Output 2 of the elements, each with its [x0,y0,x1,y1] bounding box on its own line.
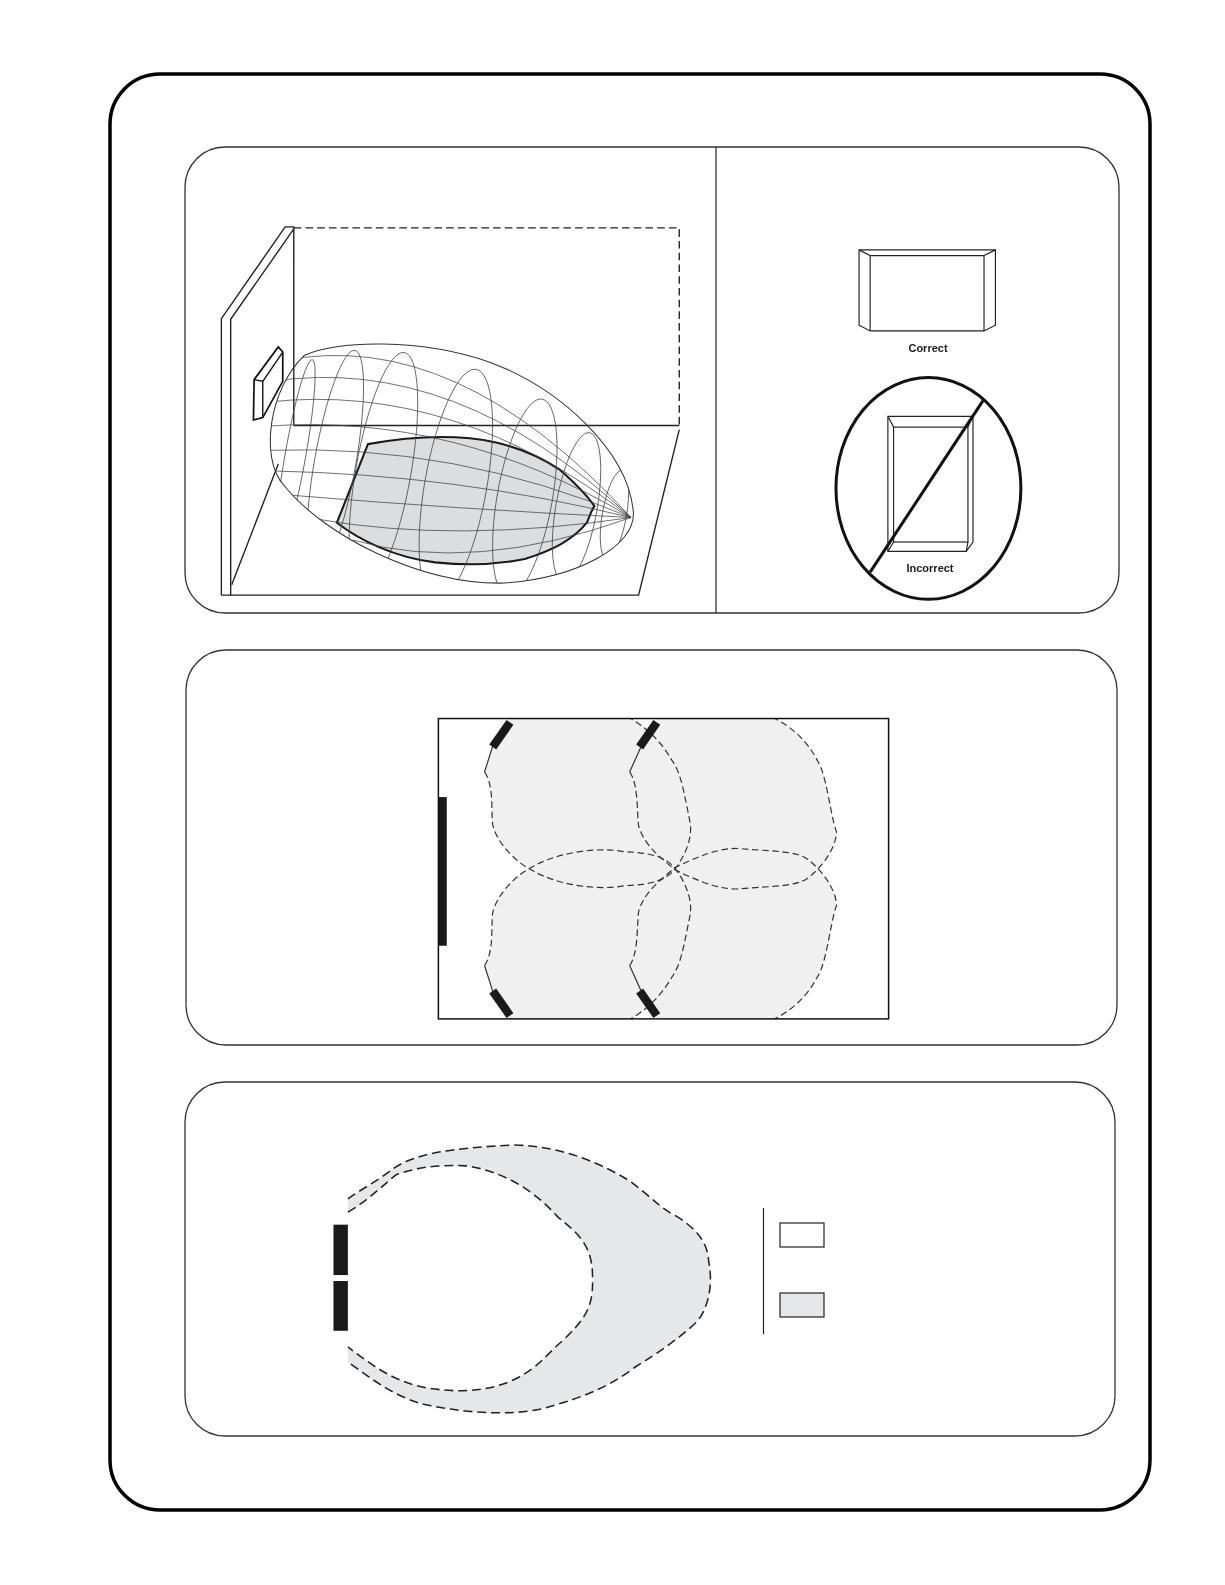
caption-label: Incorrect [906,562,954,574]
caption-label: Correct [908,342,948,354]
